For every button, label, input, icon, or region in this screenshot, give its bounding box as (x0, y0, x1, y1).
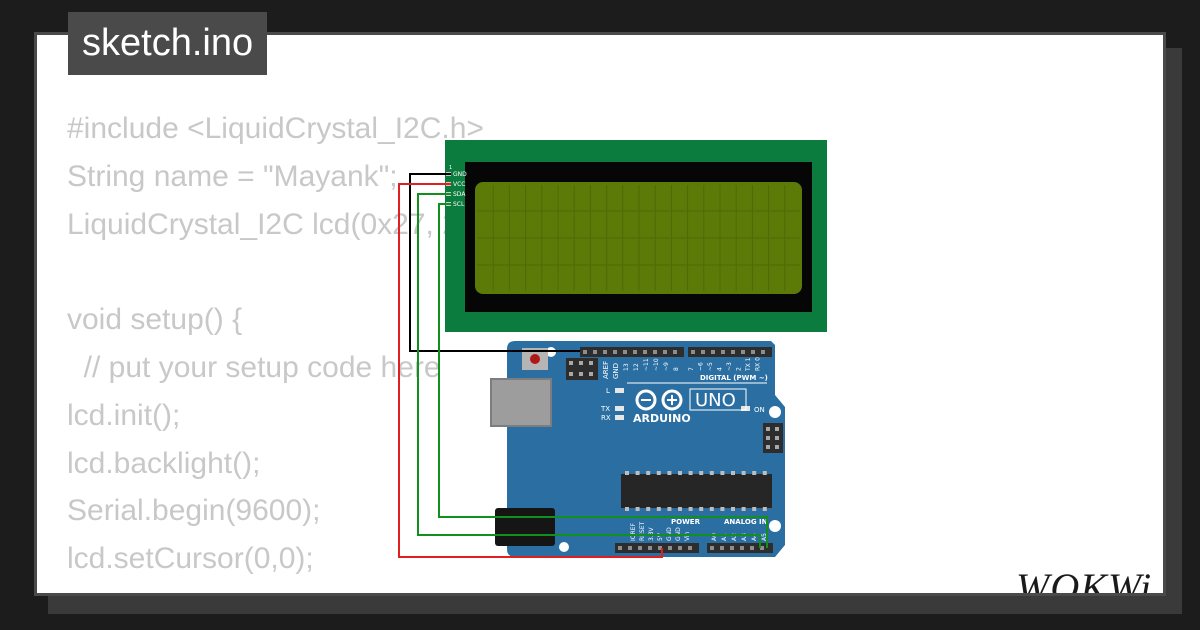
code-line: Serial.begin(9600); (67, 494, 321, 528)
bottom-pin-dots (618, 546, 764, 550)
lcd-character-grid (477, 185, 800, 291)
code-line: String name = "Mayank"; (67, 159, 398, 193)
code-line: lcd.init(); (67, 398, 181, 432)
wire-gnd (409, 173, 580, 352)
analog-label: ANALOG IN (724, 518, 768, 526)
digital-header-left (580, 347, 684, 357)
digital-pin-label: RX 0 (755, 357, 762, 371)
mounting-hole (559, 542, 569, 552)
power-pin-label: IOREF (630, 523, 637, 541)
lcd-pin-gnd: GND (453, 171, 467, 178)
mounting-hole (769, 406, 781, 418)
digital-pin-label: 12 (633, 363, 640, 371)
power-pin-label: GND (675, 527, 682, 541)
lcd-pin-vcc: VCC (453, 181, 465, 188)
digital-pin-label: 2 (736, 367, 743, 371)
code-line: void setup() { (67, 303, 243, 337)
power-label: POWER (671, 518, 701, 526)
analog-pin-label: A0 (711, 533, 718, 541)
gnd-label: GND (612, 363, 620, 379)
power-pin-label: 3.3V (648, 526, 655, 541)
file-tab[interactable]: sketch.ino (68, 12, 268, 75)
analog-pin-label: A2 (731, 533, 738, 541)
arduino-infinity-logo (635, 389, 683, 411)
preview-card: #include <LiquidCrystal_I2C.h> String nam… (34, 32, 1166, 596)
atmega-chip (621, 474, 772, 508)
led-rx (615, 415, 624, 420)
digital-pin-label: ~10 (653, 358, 660, 371)
digital-pin-label: 4 (717, 367, 724, 371)
uno-badge (689, 388, 747, 411)
wire-vcc (398, 183, 663, 558)
svg-text:WOKWi: WOKWi (1016, 565, 1152, 596)
digital-pin-label: ~11 (643, 358, 650, 371)
wokwi-logo: WOKWi (1016, 565, 1152, 596)
power-pin-label: RESET (639, 521, 646, 541)
chip-pins (625, 471, 767, 511)
code-line: lcd.print("Welcome to Tinker"); (67, 583, 527, 593)
digital-label: DIGITAL (PWM ~) (700, 374, 768, 382)
power-jack (495, 508, 555, 546)
digital-pin-label: ~3 (726, 362, 733, 371)
lcd-pin-sda: SDA (453, 191, 466, 198)
digital-pin-label: ~9 (663, 362, 670, 371)
code-preview: #include <LiquidCrystal_I2C.h> String nam… (67, 105, 527, 593)
reset-button-cap[interactable] (530, 354, 540, 364)
icsp-pins (569, 361, 593, 376)
uno-label: UNO (695, 390, 736, 411)
code-line: #include <LiquidCrystal_I2C.h> (67, 112, 484, 145)
led-tx-label: TX (600, 405, 610, 413)
analog-pin-label: A1 (721, 533, 728, 541)
digital-pin-label: ~5 (707, 362, 714, 371)
icsp2-pins (766, 427, 779, 449)
wire-sda (417, 193, 761, 548)
analog-pin-label: A4 (751, 533, 758, 541)
wire-scl (438, 203, 768, 548)
arduino-logo-symbols (641, 395, 677, 405)
analog-pin-label: A3 (741, 533, 748, 541)
code-line: lcd.backlight(); (67, 446, 261, 480)
lcd-pin1-label: 1 (449, 165, 452, 171)
power-pin-label: Vin (684, 531, 691, 541)
digital-pin-label: 13 (623, 363, 630, 371)
digital-pin-label: ~6 (698, 362, 705, 371)
digital-header-right (688, 347, 772, 357)
aref-label: AREF (602, 361, 610, 379)
led-tx (615, 406, 624, 411)
digital-pin-dots (583, 350, 765, 354)
usb-connector-rim (490, 378, 552, 427)
code-line: lcd.setCursor(0,0); (67, 542, 314, 576)
code-line: // put your setup code here (67, 350, 441, 384)
led-rx-label: RX (601, 414, 611, 422)
power-header (615, 543, 699, 553)
led-l-label: L (606, 387, 610, 395)
file-tab-label: sketch.ino (82, 22, 254, 64)
usb-connector (491, 379, 551, 426)
led-l (615, 388, 624, 393)
led-on-label: ON (754, 406, 765, 414)
power-pin-label: 5V (657, 532, 664, 541)
digital-pin-label: 7 (688, 367, 695, 371)
mounting-hole (769, 520, 781, 532)
analog-pin-label: A5 (761, 533, 768, 541)
lcd-pin-scl: SCL (453, 201, 465, 208)
power-pin-label: GND (666, 527, 673, 541)
circuit-diagram: 1 GND VCC SDA SCL (398, 140, 827, 558)
digital-pin-label: 8 (673, 367, 680, 371)
digital-pin-label: TX 1 (745, 357, 752, 372)
arduino-brand: ARDUINO (633, 412, 691, 425)
